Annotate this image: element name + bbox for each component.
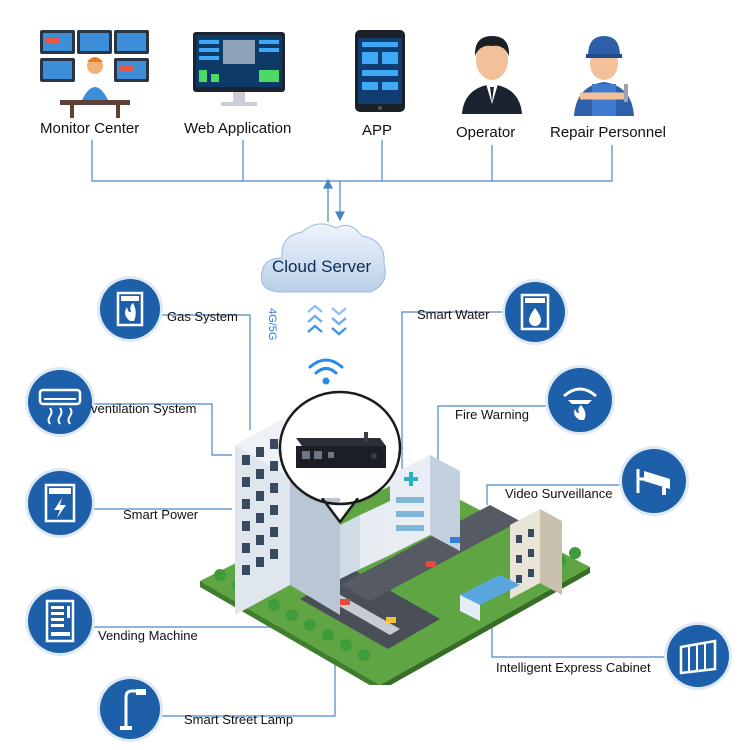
cctv-camera-icon: [622, 449, 686, 513]
operator-label: Operator: [456, 124, 516, 141]
intelligent-express-cabinet-label: Intelligent Express Cabinet: [496, 660, 651, 675]
network-label: 4G/5G: [266, 308, 278, 341]
vending-machine-icon: [28, 589, 92, 653]
repair-personnel-icon: [574, 36, 634, 116]
repair-personnel-label: Repair Personnel: [550, 124, 666, 141]
street-lamp-icon: [100, 679, 160, 739]
mobile-app-icon: [355, 30, 405, 112]
operator-icon: [462, 36, 522, 114]
gateway-device-icon: [296, 432, 386, 468]
iot-gateway-bubble: [278, 390, 402, 524]
gas-system-icon: [100, 279, 160, 339]
smart-water-icon: [505, 282, 565, 342]
wifi-icon: [308, 358, 344, 385]
smart-water-label: Smart Water: [417, 307, 490, 322]
fire-warning-icon: [548, 368, 612, 432]
smart-street-lamp-label: Smart Street Lamp: [184, 712, 294, 727]
cloud-server-label: Cloud Server: [272, 257, 372, 276]
fire-warning-label: Fire Warning: [455, 407, 529, 422]
web-application-label: Web Application: [184, 120, 292, 137]
ventilation-system-label: ventilation System: [91, 401, 197, 416]
video-surveillance-label: Video Surveillance: [505, 486, 613, 501]
monitor-center-icon: [40, 30, 149, 118]
cloud-server-icon: [260, 223, 386, 293]
express-cabinet-icon: [667, 625, 729, 687]
web-application-icon: [193, 32, 285, 106]
smart-power-label: Smart Power: [123, 507, 199, 522]
signal-chevrons: [307, 304, 347, 336]
smart-city-illustration: [200, 415, 590, 685]
monitor-center-label: Monitor Center: [40, 120, 140, 137]
ventilation-icon: [28, 370, 92, 434]
smart-power-icon: [28, 471, 92, 535]
app-label: APP: [362, 122, 393, 139]
vending-machine-label: Vending Machine: [98, 628, 198, 643]
gas-system-label: Gas System: [167, 309, 238, 324]
